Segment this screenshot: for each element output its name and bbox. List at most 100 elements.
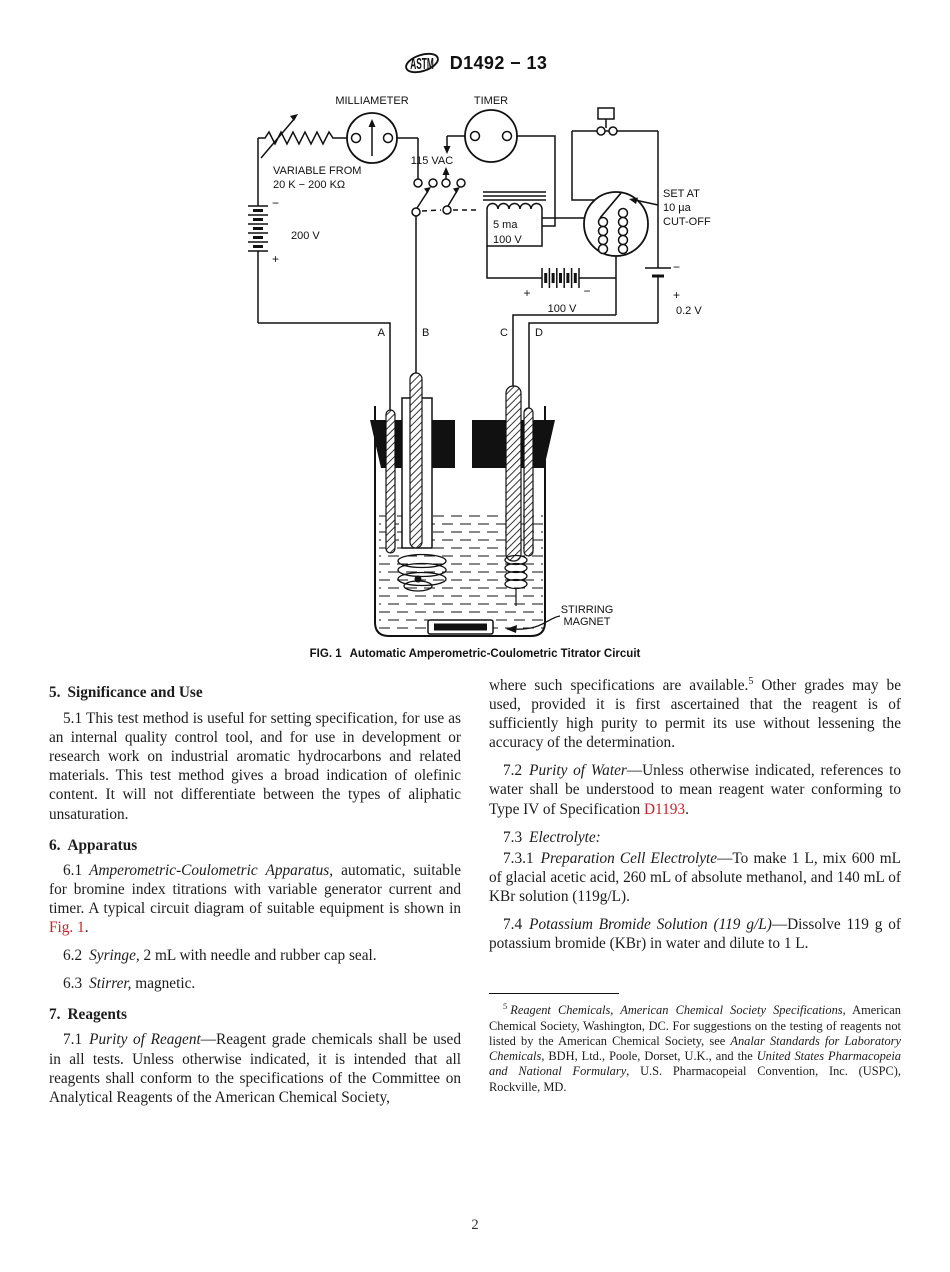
label-100v-plus: + — [523, 286, 530, 300]
label-100v-minus: − — [583, 284, 590, 298]
label-10ua: 10 µa — [663, 202, 692, 214]
body-columns: 5. Significance and Use 5.1 This test met… — [49, 676, 901, 1116]
footnote-marker: 5 — [503, 1001, 508, 1012]
para-italic: Electrolyte: — [529, 828, 601, 846]
heading-reagents: 7. Reagents — [49, 1005, 461, 1024]
link-fig-1[interactable]: Fig. 1 — [49, 919, 85, 937]
para-num: 6.3 — [63, 975, 83, 993]
footnote-text: , American Chemical Society, Washington,… — [489, 1003, 901, 1048]
para-text: magnetic. — [131, 975, 196, 993]
label-variable-from: VARIABLE FROM — [273, 165, 361, 177]
para-5-1: 5.1 This test method is useful for setti… — [49, 709, 461, 824]
ac-supply-115vac: 115 VAC — [411, 136, 453, 180]
cell-wiring: A B C D — [258, 216, 658, 410]
label-100v: 100 V — [548, 303, 577, 315]
generator-electrode-coil — [397, 553, 447, 592]
label-200v-minus: − — [272, 196, 279, 210]
link-d1193[interactable]: D1193 — [643, 800, 686, 818]
para-text: —To make 1 L, mix 600 mL of glacial acet… — [489, 849, 902, 905]
label-variable-range: 20 K − 200 KΩ — [273, 179, 345, 191]
figure-1-caption: FIG. 1 Automatic Amperometric-Coulometric… — [0, 648, 950, 660]
label-magnet: MAGNET — [563, 616, 610, 628]
titration-cell: STIRRING MAGNET — [370, 372, 614, 637]
footnote-text: , U.S. Pharmacopeial Convention, Inc. (U… — [489, 1064, 901, 1094]
electrode-c — [505, 385, 522, 562]
para-italic: Stirrer, — [89, 975, 132, 993]
standard-designation: D1492 − 13 — [449, 52, 548, 73]
label-stirring: STIRRING — [561, 604, 614, 616]
left-column: 5. Significance and Use 5.1 This test met… — [49, 676, 461, 1116]
para-italic: Potassium Bromide Solution (119 g/L) — [529, 916, 772, 934]
para-text: automatic, suitable for bromine index ti… — [49, 861, 461, 917]
para-text: Other grades may be used, provided it is… — [489, 677, 901, 752]
electrode-d — [523, 407, 534, 557]
para-text: . — [685, 800, 689, 818]
label-terminal-d: D — [535, 327, 543, 339]
label-milliameter: MILLIAMETER — [335, 95, 408, 107]
para-num: 6.2 — [63, 947, 83, 965]
heading-num: 7. — [49, 1006, 61, 1024]
para-italic: Preparation Cell Electrolyte — [540, 849, 718, 867]
relay-body — [583, 191, 649, 257]
para-num: 6.1 — [63, 861, 83, 879]
variable-resistor: VARIABLE FROM 20 K − 200 KΩ — [258, 114, 361, 191]
label-02v-plus: + — [673, 288, 680, 302]
heading-title: Significance and Use — [67, 684, 203, 701]
heading-title: Reagents — [67, 1006, 127, 1024]
stirring-magnet: STIRRING MAGNET — [427, 604, 614, 635]
page-number: 2 — [471, 1217, 479, 1233]
figure-1-circuit-diagram: VARIABLE FROM 20 K − 200 KΩ MILLIAMETER … — [225, 88, 745, 648]
label-timer: TIMER — [474, 95, 508, 107]
label-02v-minus: − — [673, 260, 680, 274]
para-italic: Amperometric-Coulometric Apparatus, — [89, 861, 334, 879]
heading-significance-and-use: 5. Significance and Use — [49, 683, 461, 702]
label-terminal-a: A — [378, 327, 386, 339]
footnote-italic: United States Pharmacopeia and National … — [489, 1049, 902, 1079]
footnote-rule — [489, 993, 619, 995]
para-italic: Purity of Water — [529, 762, 627, 780]
figure-caption-text: Automatic Amperometric-Coulometric Titra… — [349, 648, 641, 660]
label-115-vac: 115 VAC — [411, 155, 453, 167]
footnote-italic: Reagent Chemicals, American Chemical Soc… — [510, 1003, 843, 1018]
para-text: —Dissolve 119 g of potassium bromide (KB… — [489, 916, 902, 953]
footnote-italic: Analar Standards for Laboratory Chemical… — [489, 1033, 901, 1064]
para-text: where such specifications are available. — [489, 677, 749, 694]
milliameter-gauge: MILLIAMETER — [335, 95, 418, 164]
indicator-electrode-coil — [504, 554, 528, 606]
generator-coil: 5 ma 100 V — [483, 191, 585, 247]
label-terminal-b: B — [422, 327, 429, 339]
heading-num: 5. — [49, 684, 61, 701]
para-7-1: 7.1 Purity of Reagent—Reagent grade chemi… — [49, 1030, 461, 1106]
para-italic: Syringe, — [89, 947, 140, 965]
label-terminal-c: C — [500, 327, 508, 339]
para-italic: Purity of Reagent — [89, 1031, 201, 1049]
para-text: —Reagent grade chemicals shall be used i… — [49, 1031, 461, 1106]
battery-0-2v: − + 0.2 V — [645, 131, 702, 323]
para-num: 7.3 — [503, 828, 523, 846]
beaker — [374, 406, 546, 637]
para-text: 2 mL with needle and rubber cap seal. — [139, 947, 377, 965]
label-coil-5ma: 5 ma — [493, 219, 518, 231]
para-6-3: 6.3 Stirrer, magnetic. — [49, 974, 461, 993]
label-coil-100v: 100 V — [493, 234, 522, 246]
para-text: —Unless otherwise indicated, references … — [489, 762, 901, 818]
heading-num: 6. — [49, 836, 61, 854]
label-set-at: SET AT — [663, 188, 700, 200]
para-num: 7.2 — [503, 762, 523, 780]
astm-logo-orbit — [404, 52, 439, 74]
timer-gauge: TIMER — [447, 95, 556, 227]
right-column: where such specifications are available.… — [489, 676, 901, 1116]
para-7-1-continued: where such specifications are available.… — [489, 676, 901, 752]
label-200v: 200 V — [291, 230, 320, 242]
para-num: 7.1 — [63, 1031, 83, 1049]
para-6-1: 6.1 Amperometric-Coulometric Apparatus, a… — [49, 861, 461, 937]
figure-caption-prefix: FIG. 1 — [309, 648, 342, 660]
pushbutton-switch — [571, 107, 658, 201]
para-6-2: 6.2 Syringe, 2 mL with needle and rubber … — [49, 946, 461, 965]
battery-100v: + − 100 V — [486, 246, 616, 315]
battery-200v: − 200 V + — [248, 138, 320, 323]
heading-title: Apparatus — [67, 836, 138, 854]
